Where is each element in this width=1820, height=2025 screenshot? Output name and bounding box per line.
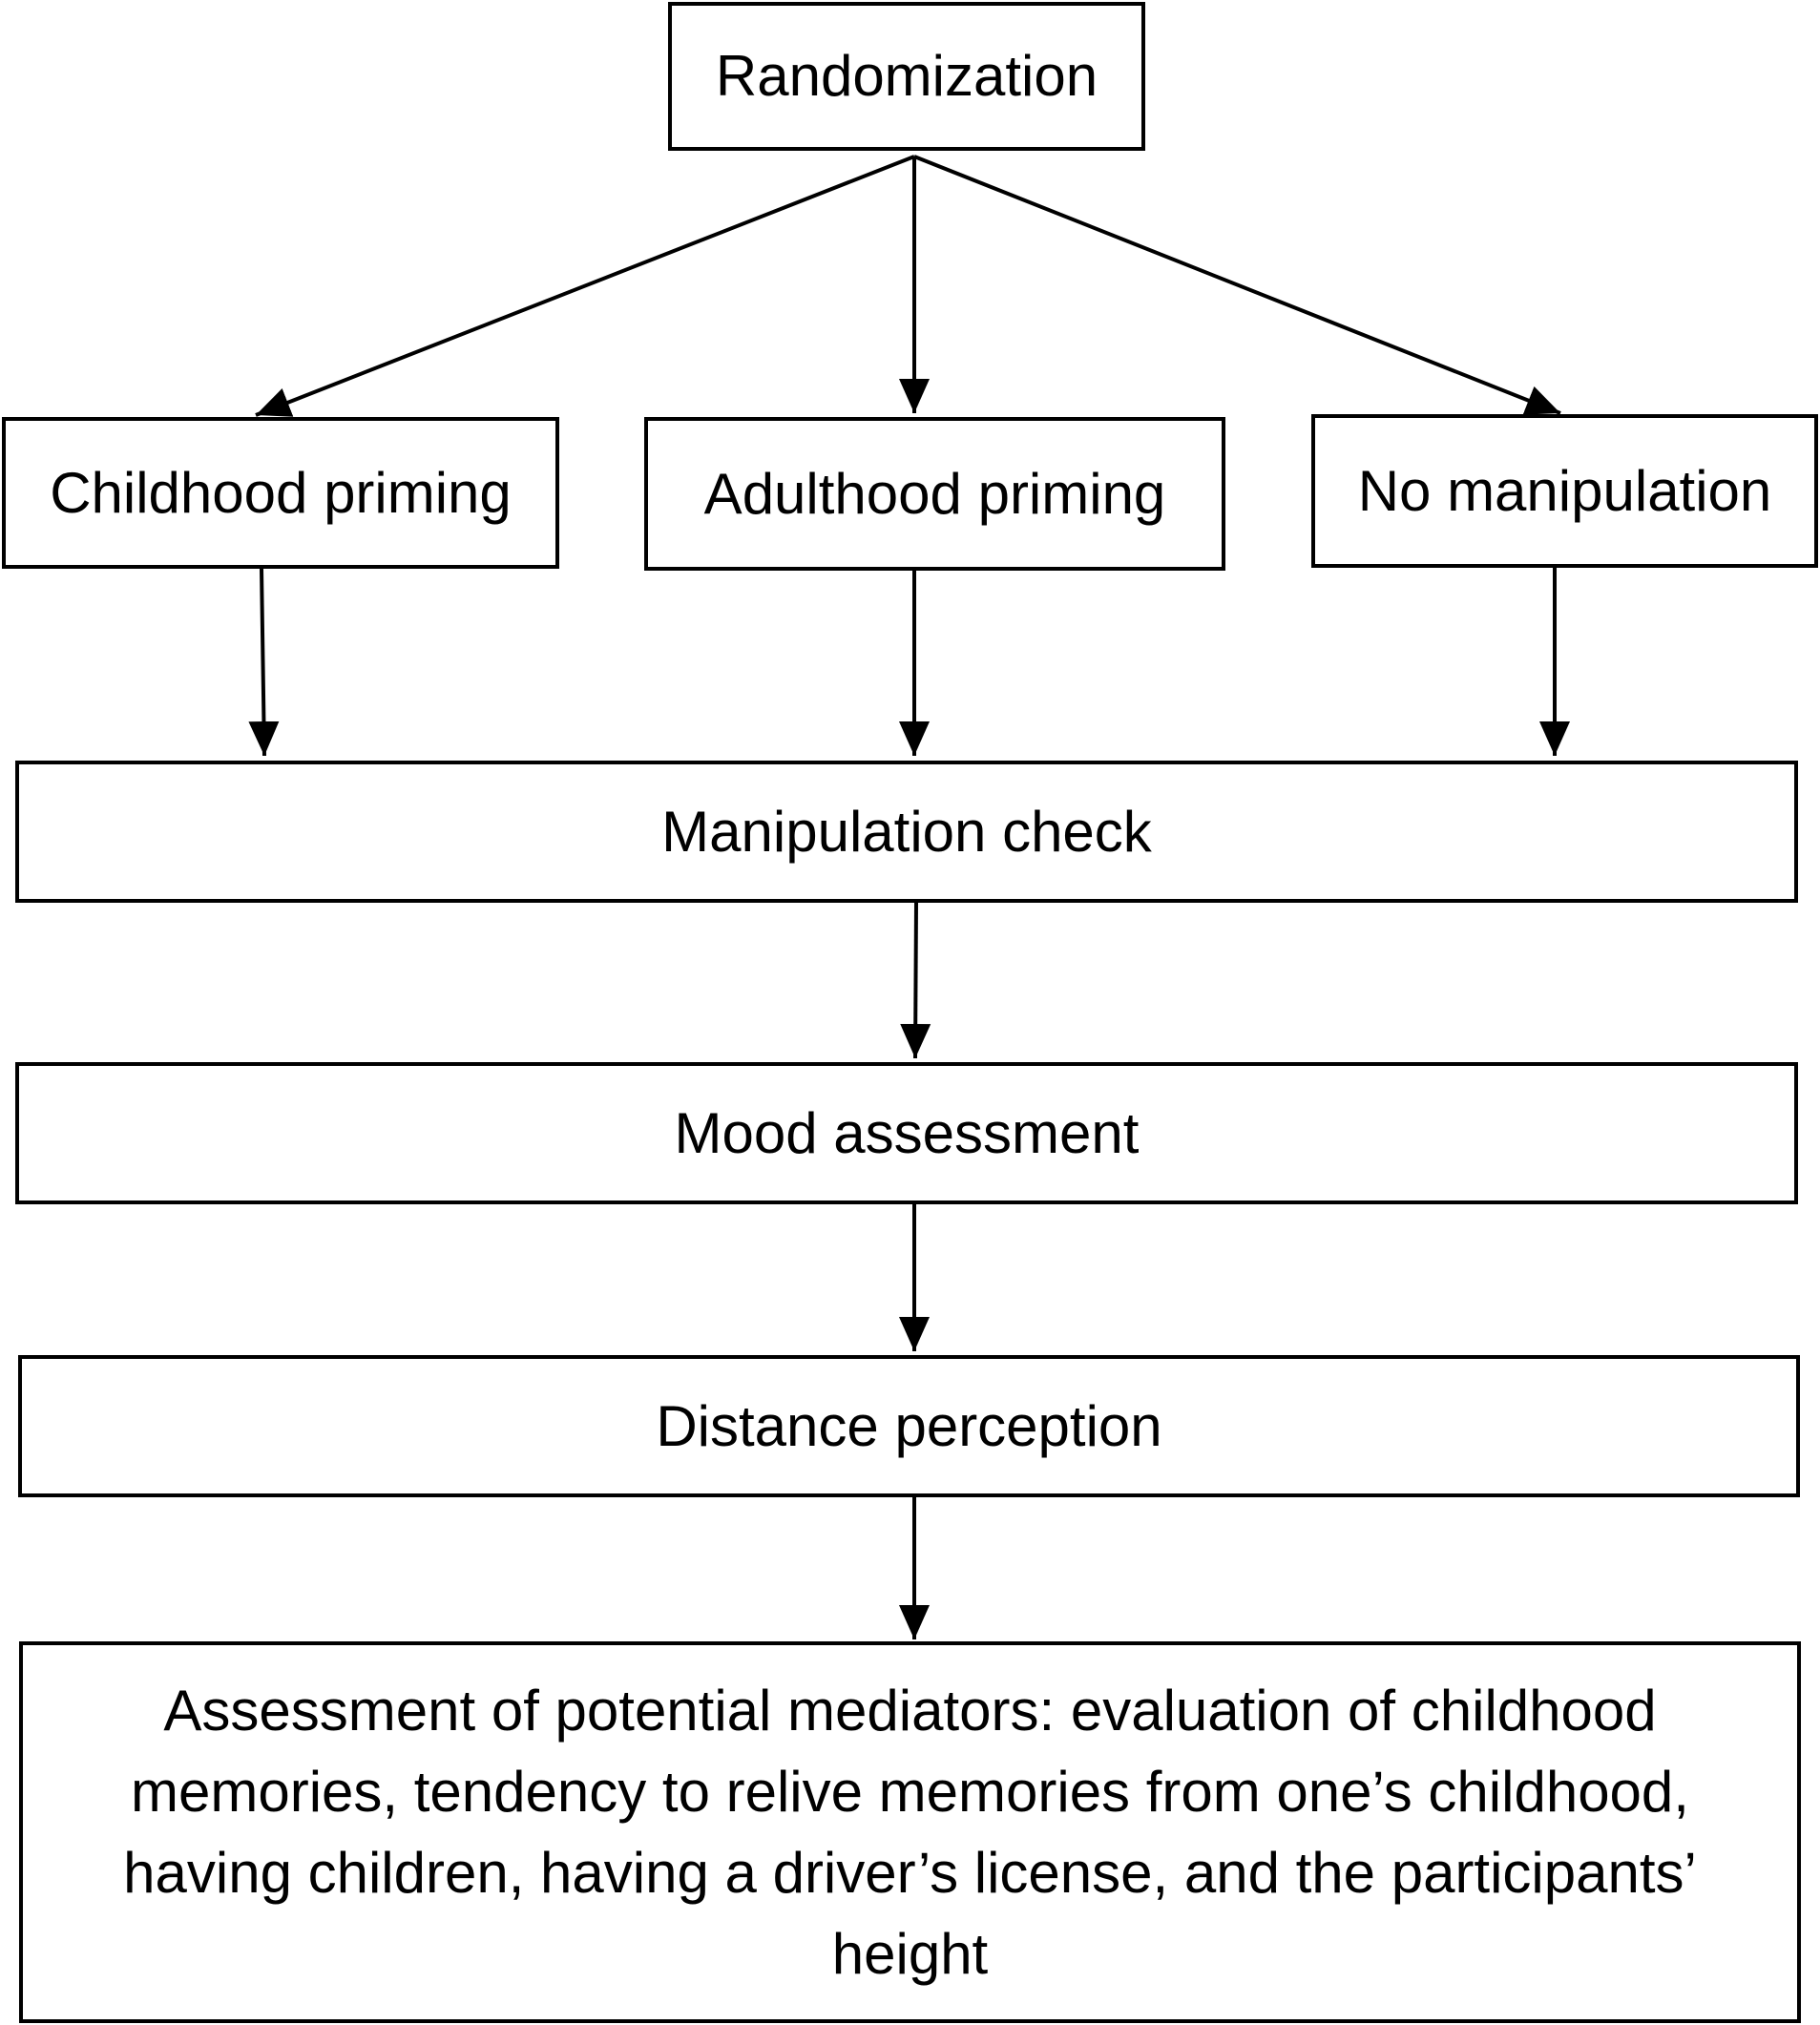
arrow-childhood-priming-to-manipulation-check <box>248 568 280 757</box>
potential-mediators-node: Assessment of potential mediators: evalu… <box>19 1641 1801 2023</box>
no-manipulation-node: No manipulation <box>1311 414 1818 568</box>
distance-perception-node: Distance perception <box>18 1355 1800 1497</box>
childhood-priming-node: Childhood priming <box>2 417 559 569</box>
arrow-manipulation-check-to-mood-assessment <box>900 902 931 1059</box>
arrow-randomization-to-childhood-priming <box>255 155 915 417</box>
manipulation-check-node: Manipulation check <box>15 761 1798 903</box>
arrow-randomization-to-no-manipulation <box>913 155 1561 415</box>
mood-assessment-node: Mood assessment <box>15 1062 1798 1204</box>
randomization-node: Randomization <box>668 2 1145 151</box>
adulthood-priming-node: Adulthood priming <box>644 417 1225 571</box>
